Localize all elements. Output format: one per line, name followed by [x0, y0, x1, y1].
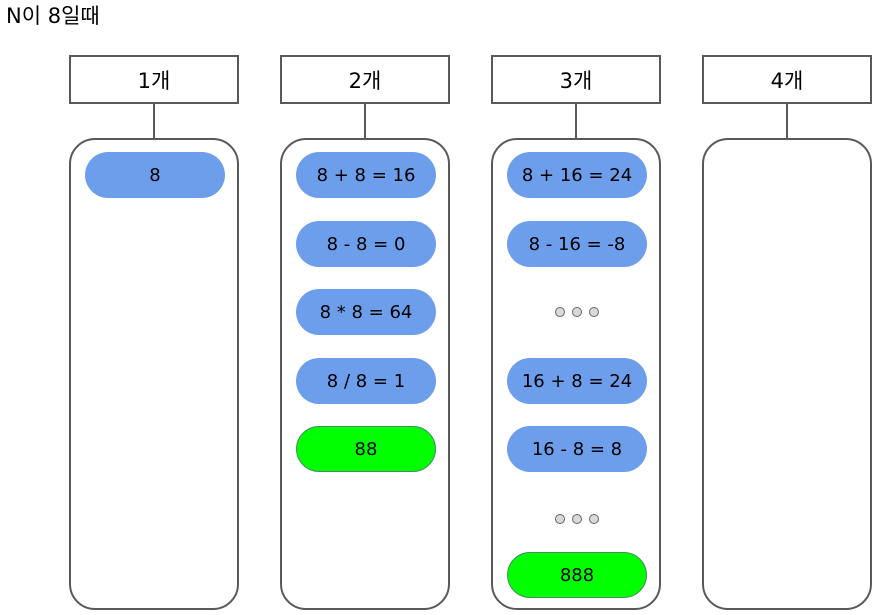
result-panel: [702, 138, 872, 610]
expression-pill: 8 - 16 = -8: [507, 221, 647, 267]
connector-line: [786, 104, 788, 138]
column-2: 2개 8 + 8 = 16 8 - 8 = 0 8 * 8 = 64 8 / 8…: [280, 0, 450, 615]
expression-pill: 8 / 8 = 1: [296, 358, 436, 404]
ellipsis-dot: [589, 514, 599, 524]
ellipsis-dot: [572, 514, 582, 524]
column-1: 1개 8: [69, 0, 239, 615]
ellipsis-dot: [572, 307, 582, 317]
connector-line: [153, 104, 155, 138]
column-4: 4개: [702, 0, 872, 615]
ellipsis-dot: [555, 514, 565, 524]
expression-pill: 8 + 16 = 24: [507, 152, 647, 198]
connector-line: [575, 104, 577, 138]
expression-pill: 16 + 8 = 24: [507, 358, 647, 404]
diagram-title: N이 8일때: [6, 4, 100, 28]
expression-pill: 8 * 8 = 64: [296, 289, 436, 335]
result-panel: 8: [69, 138, 239, 610]
ellipsis-dot: [555, 307, 565, 317]
column-header: 2개: [280, 55, 450, 104]
column-header: 3개: [491, 55, 661, 104]
column-header: 4개: [702, 55, 872, 104]
expression-pill: 8 + 8 = 16: [296, 152, 436, 198]
ellipsis-dots: [507, 496, 647, 542]
column-header: 1개: [69, 55, 239, 104]
expression-pill: 16 - 8 = 8: [507, 426, 647, 472]
ellipsis-dots: [507, 289, 647, 335]
expression-pill: 8: [85, 152, 225, 198]
ellipsis-dot: [589, 307, 599, 317]
expression-pill: 8 - 8 = 0: [296, 221, 436, 267]
column-3: 3개 8 + 16 = 24 8 - 16 = -8 16 + 8 = 24 1…: [491, 0, 661, 615]
result-panel: 8 + 16 = 24 8 - 16 = -8 16 + 8 = 24 16 -…: [491, 138, 661, 610]
concatenation-pill: 88: [296, 426, 436, 472]
concatenation-pill: 888: [507, 552, 647, 598]
connector-line: [364, 104, 366, 138]
result-panel: 8 + 8 = 16 8 - 8 = 0 8 * 8 = 64 8 / 8 = …: [280, 138, 450, 610]
